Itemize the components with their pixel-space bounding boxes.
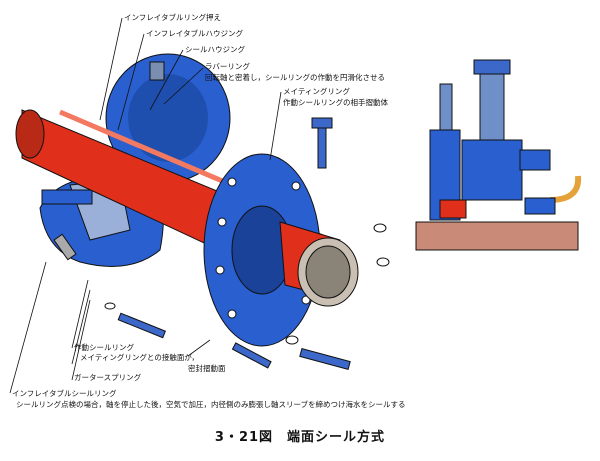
label-garter-spring: ガータースプリング xyxy=(74,373,142,382)
figure-caption: 3・21図 端面シール方式 xyxy=(214,430,386,445)
label-inflatable-seal-ring-desc: シールリング点検の場合，軸を停止した後，空気で加圧，内径側のみ膨張し軸スリーブを… xyxy=(16,400,406,409)
shaft-sleeve xyxy=(279,221,359,307)
mating-ring xyxy=(203,153,321,347)
label-mating-ring: メイティングリング xyxy=(283,87,350,96)
section-view xyxy=(415,59,582,251)
label-inflatable-seal-ring: インフレイタブルシールリング xyxy=(12,389,117,398)
bolts xyxy=(104,117,390,370)
label-inflatable-housing: インフレイタブルハウジング xyxy=(146,29,243,38)
leader-lines xyxy=(9,17,282,394)
label-rubber-ring: ラバーリング xyxy=(205,62,250,71)
label-seal-housing: シールハウジング xyxy=(185,45,245,54)
inflatable-housing xyxy=(105,53,231,183)
label-rubber-ring-desc: 回転軸と密着し，シールリングの作動を円滑化させる xyxy=(205,73,385,82)
label-active-seal-ring: 作動シールリング xyxy=(74,343,134,352)
label-contact-surface: メイティングリングとの接触面が， xyxy=(80,353,199,362)
label-sealing-surface: 密封摺動面 xyxy=(188,364,226,373)
label-mating-ring-desc: 作動シールリングの相手摺動体 xyxy=(283,98,388,107)
label-inflatable-ring-retainer: インフレイタブルリング押え xyxy=(124,13,221,22)
